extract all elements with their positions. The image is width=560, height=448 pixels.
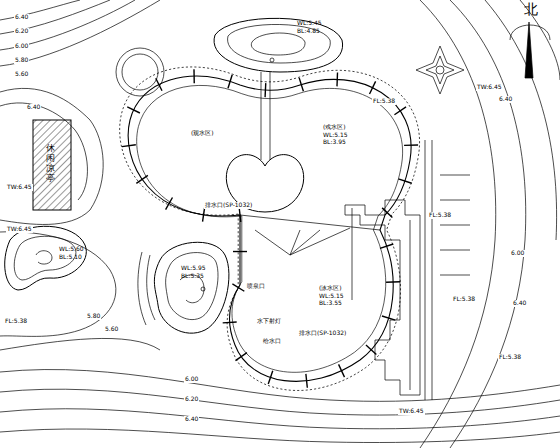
plan-note: TW:6.45 bbox=[476, 84, 503, 91]
edge-tick bbox=[223, 321, 237, 323]
edge-tick bbox=[386, 281, 400, 283]
edge-tick bbox=[239, 208, 241, 222]
plan-note: 6.40 bbox=[14, 14, 29, 21]
pool-area: WL:5.60BL:5.10 bbox=[58, 244, 85, 261]
pool-area: (泳水区)WL:5.15BL:3.55 bbox=[318, 283, 345, 308]
plan-note: FL:5.38 bbox=[498, 354, 522, 361]
pool-note: BL:5.10 bbox=[59, 253, 84, 261]
edge-tick bbox=[268, 371, 273, 384]
edge-tick bbox=[394, 107, 406, 115]
plan-note: 6.00 bbox=[510, 250, 525, 257]
pool-note: BL:3.95 bbox=[323, 138, 348, 146]
edge-tick bbox=[404, 144, 418, 146]
plan-note: 5.80 bbox=[86, 313, 101, 320]
edge-tick bbox=[382, 316, 395, 320]
pool-area: (戏水区)WL:5.15BL:3.95 bbox=[322, 122, 349, 147]
pool-note: (观水区) bbox=[191, 129, 214, 137]
plan-note: 喷泉口 bbox=[246, 283, 266, 290]
plan-note: 6.40 bbox=[26, 104, 41, 111]
plan-note: 排水口(SP-1032) bbox=[204, 202, 253, 209]
edge-tick bbox=[299, 78, 303, 91]
edge-tick bbox=[336, 72, 338, 86]
plan-note: 6.40 bbox=[512, 300, 527, 307]
plan-note: 6.00 bbox=[184, 376, 199, 383]
pool-note: WL:5.95 bbox=[181, 264, 206, 272]
pool-note: WL:5.45 bbox=[297, 19, 322, 27]
pool-note: WL:5.60 bbox=[59, 245, 84, 253]
edge-tick bbox=[203, 208, 205, 222]
edge-tick bbox=[235, 353, 246, 361]
edge-tick bbox=[233, 251, 247, 252]
plan-note: 5.60 bbox=[104, 326, 119, 333]
edge-tick bbox=[398, 179, 411, 183]
plan-note: 6.00 bbox=[14, 43, 29, 50]
edge-tick bbox=[306, 374, 307, 388]
pool-note: BL:4.85 bbox=[297, 27, 322, 35]
plan-note: 6.40 bbox=[184, 416, 199, 423]
plan-note: 6.20 bbox=[14, 28, 29, 35]
plan-note: 5.80 bbox=[14, 57, 29, 64]
plan-note: 5.60 bbox=[14, 71, 29, 78]
edge-tick bbox=[232, 284, 244, 291]
edge-tick bbox=[156, 78, 162, 91]
edge-tick bbox=[122, 145, 136, 147]
edge-tick bbox=[127, 107, 140, 113]
plan-note: TW:6.45 bbox=[398, 408, 425, 415]
pool-area: WL:5.95BL:5.35 bbox=[180, 263, 207, 280]
edge-tick bbox=[366, 345, 376, 354]
edge-tick bbox=[228, 75, 232, 88]
plan-note: TW:6.45 bbox=[6, 226, 33, 233]
pool-note: 休闲凉亭 bbox=[46, 144, 55, 184]
plan-note: 水下射灯 bbox=[256, 318, 282, 325]
pool-area: 休闲凉亭 bbox=[45, 143, 56, 185]
pool-note: (戏水区) bbox=[323, 123, 348, 131]
pool-note: WL:5.15 bbox=[323, 131, 348, 139]
pool-note: BL:3.55 bbox=[319, 299, 344, 307]
plan-note: FL:5.38 bbox=[372, 98, 396, 105]
edge-tick bbox=[264, 83, 266, 97]
edge-tick bbox=[166, 197, 173, 209]
pool-note: (泳水区) bbox=[319, 284, 344, 292]
pool-note: BL:5.35 bbox=[181, 272, 206, 280]
edge-tick bbox=[382, 208, 392, 218]
plan-note: FL:5.38 bbox=[428, 212, 452, 219]
plan-note: 给水口 bbox=[262, 338, 282, 345]
plan-note: 排水口(SP-1032) bbox=[298, 330, 347, 337]
plan-note: 6.40 bbox=[498, 96, 513, 103]
pool-note: WL:5.15 bbox=[319, 292, 344, 300]
plan-note: FL:5.38 bbox=[452, 296, 476, 303]
edge-tick bbox=[339, 364, 345, 377]
plan-note: 6.20 bbox=[184, 396, 199, 403]
edge-tick bbox=[193, 69, 195, 83]
edge-tick bbox=[380, 244, 393, 248]
plan-note: TW:6.45 bbox=[6, 184, 33, 191]
north-label: 北 bbox=[523, 2, 539, 17]
edge-tick bbox=[370, 81, 376, 94]
edge-tick bbox=[136, 175, 148, 183]
pool-area: WL:5.45BL:4.85 bbox=[296, 18, 323, 35]
pool-area: (观水区) bbox=[190, 128, 215, 138]
plan-note: FL:5.38 bbox=[4, 318, 28, 325]
